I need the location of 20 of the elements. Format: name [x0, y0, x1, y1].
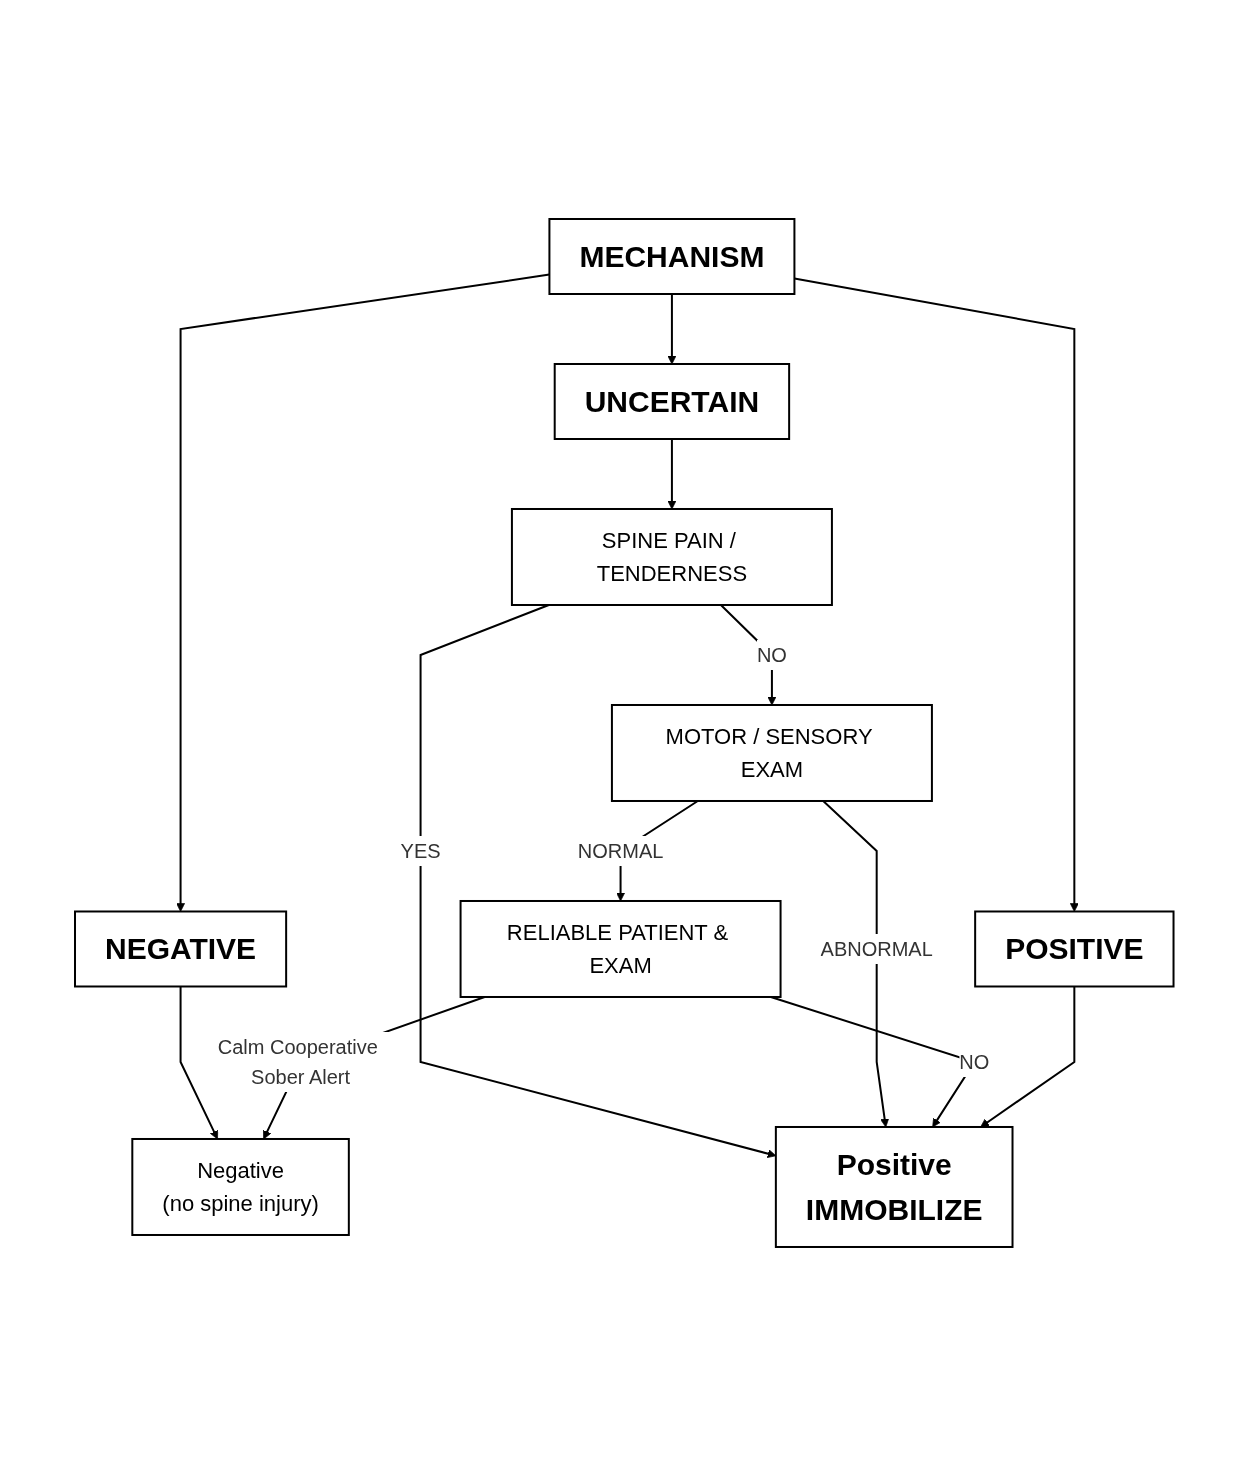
- arrow: [980, 985, 1076, 1128]
- node-box: RELIABLE PATIENT & EXAM: [459, 900, 782, 998]
- edge-label: YES: [400, 839, 441, 862]
- node-box: UNCERTAIN: [553, 363, 790, 440]
- node-box: MOTOR / SENSORY EXAM: [610, 704, 933, 802]
- arrow: [179, 985, 218, 1140]
- edge-label: NO: [756, 643, 787, 666]
- edge-label: Calm Cooperative Sober Alert: [217, 1035, 378, 1088]
- node-box: Positive IMMOBILIZE: [774, 1126, 1014, 1248]
- edge-label: NORMAL: [577, 839, 664, 862]
- node-box: POSITIVE: [973, 910, 1175, 988]
- node-box: Negative (no spine injury): [131, 1138, 350, 1236]
- edge-label: NO: [959, 1050, 990, 1073]
- arrow: [667, 293, 677, 365]
- arrow: [821, 800, 889, 1128]
- node-box: NEGATIVE: [73, 910, 287, 988]
- arrow: [667, 438, 677, 510]
- node-box: SPINE PAIN / TENDERNESS: [510, 508, 833, 606]
- node-box: MECHANISM: [548, 218, 796, 295]
- edge-label: ABNORMAL: [820, 937, 933, 960]
